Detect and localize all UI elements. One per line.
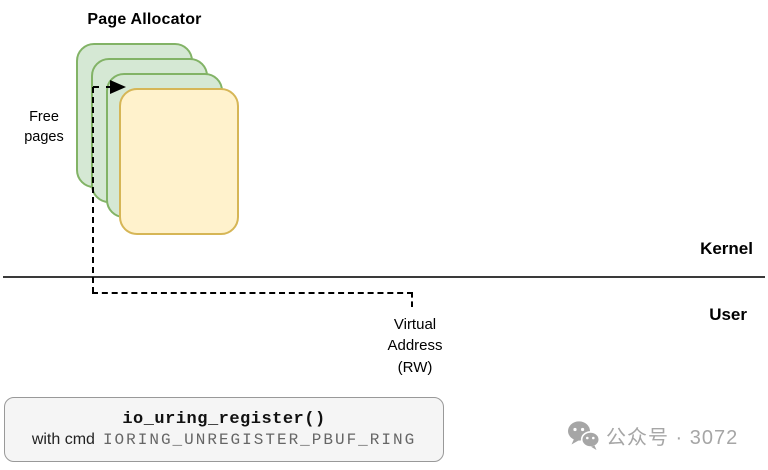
kernel-label: Kernel xyxy=(700,239,753,258)
cmd-prefix-label: with cmd xyxy=(31,431,95,448)
kernel-user-boundary-line xyxy=(3,276,765,278)
watermark: 公众号 · 3072 xyxy=(567,420,738,451)
wechat-icon xyxy=(567,420,601,451)
mapping-horizontal-dashed-line xyxy=(92,292,413,294)
cmd-constant-label: IORING_UNREGISTER_PBUF_RING xyxy=(102,431,417,449)
allocation-arrow-line xyxy=(93,86,112,88)
io-uring-register-box: io_uring_register() with cmd IORING_UNRE… xyxy=(4,397,444,462)
syscall-function-name: io_uring_register() xyxy=(122,410,326,429)
virtual-address-label: Virtual Address (RW) xyxy=(387,316,443,376)
free-pages-label: Free pages xyxy=(24,109,64,145)
user-label: User xyxy=(709,305,747,324)
page-allocator-title: Page Allocator xyxy=(87,11,202,28)
watermark-text: 公众号 · 3072 xyxy=(606,427,739,449)
mapping-vertical-dashed-line xyxy=(92,87,94,293)
allocated-page-card xyxy=(119,88,239,235)
allocation-arrowhead-icon xyxy=(110,80,126,94)
mapping-end-stub-line xyxy=(411,292,413,307)
syscall-cmd-line: with cmd IORING_UNREGISTER_PBUF_RING xyxy=(32,431,416,449)
